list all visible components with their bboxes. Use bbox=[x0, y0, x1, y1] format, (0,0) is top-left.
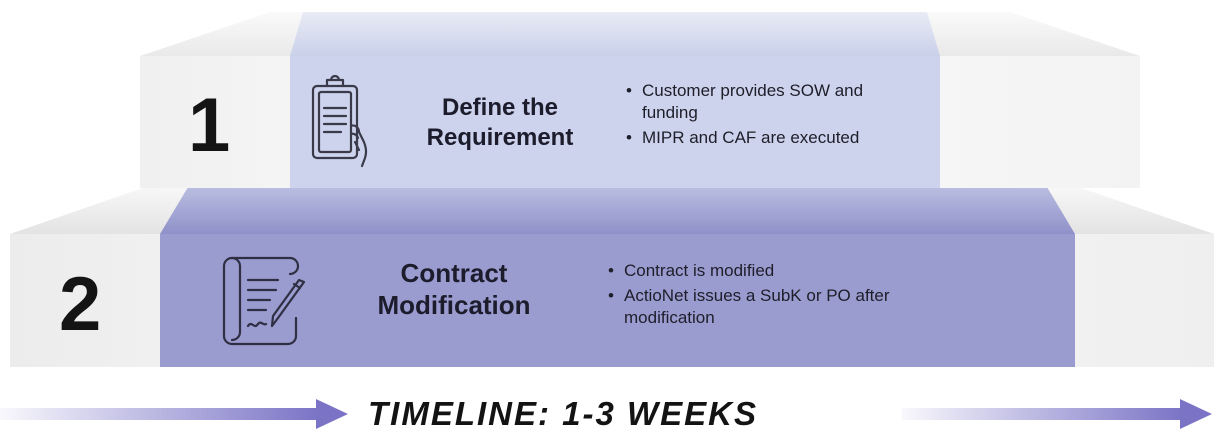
clipboard-hand-icon bbox=[305, 72, 385, 177]
timeline-label: TIMELINE: 1-3 WEEKS bbox=[368, 395, 759, 432]
step-2-title: Contract Modification bbox=[377, 258, 531, 320]
step-2-number: 2 bbox=[59, 262, 102, 347]
step-1-title: Define the Requirement bbox=[426, 94, 574, 151]
step-1-number: 1 bbox=[188, 83, 231, 168]
step-2-bullet: ActioNet issues a SubK or PO after modif… bbox=[608, 285, 964, 329]
step-1-bullets: Customer provides SOW and funding MIPR a… bbox=[626, 80, 942, 152]
step-2-bullets: Contract is modified ActioNet issues a S… bbox=[608, 260, 964, 332]
step-1-top-band bbox=[290, 12, 940, 56]
step-2-top-band bbox=[160, 188, 1075, 234]
step-2-bullet: Contract is modified bbox=[608, 260, 964, 282]
step-1-bullet: Customer provides SOW and funding bbox=[626, 80, 912, 124]
step-1-bullet: MIPR and CAF are executed bbox=[626, 127, 942, 149]
timeline-right-arrow bbox=[902, 395, 1214, 433]
timeline-left-arrow bbox=[0, 395, 350, 433]
contract-pen-icon bbox=[218, 250, 313, 350]
